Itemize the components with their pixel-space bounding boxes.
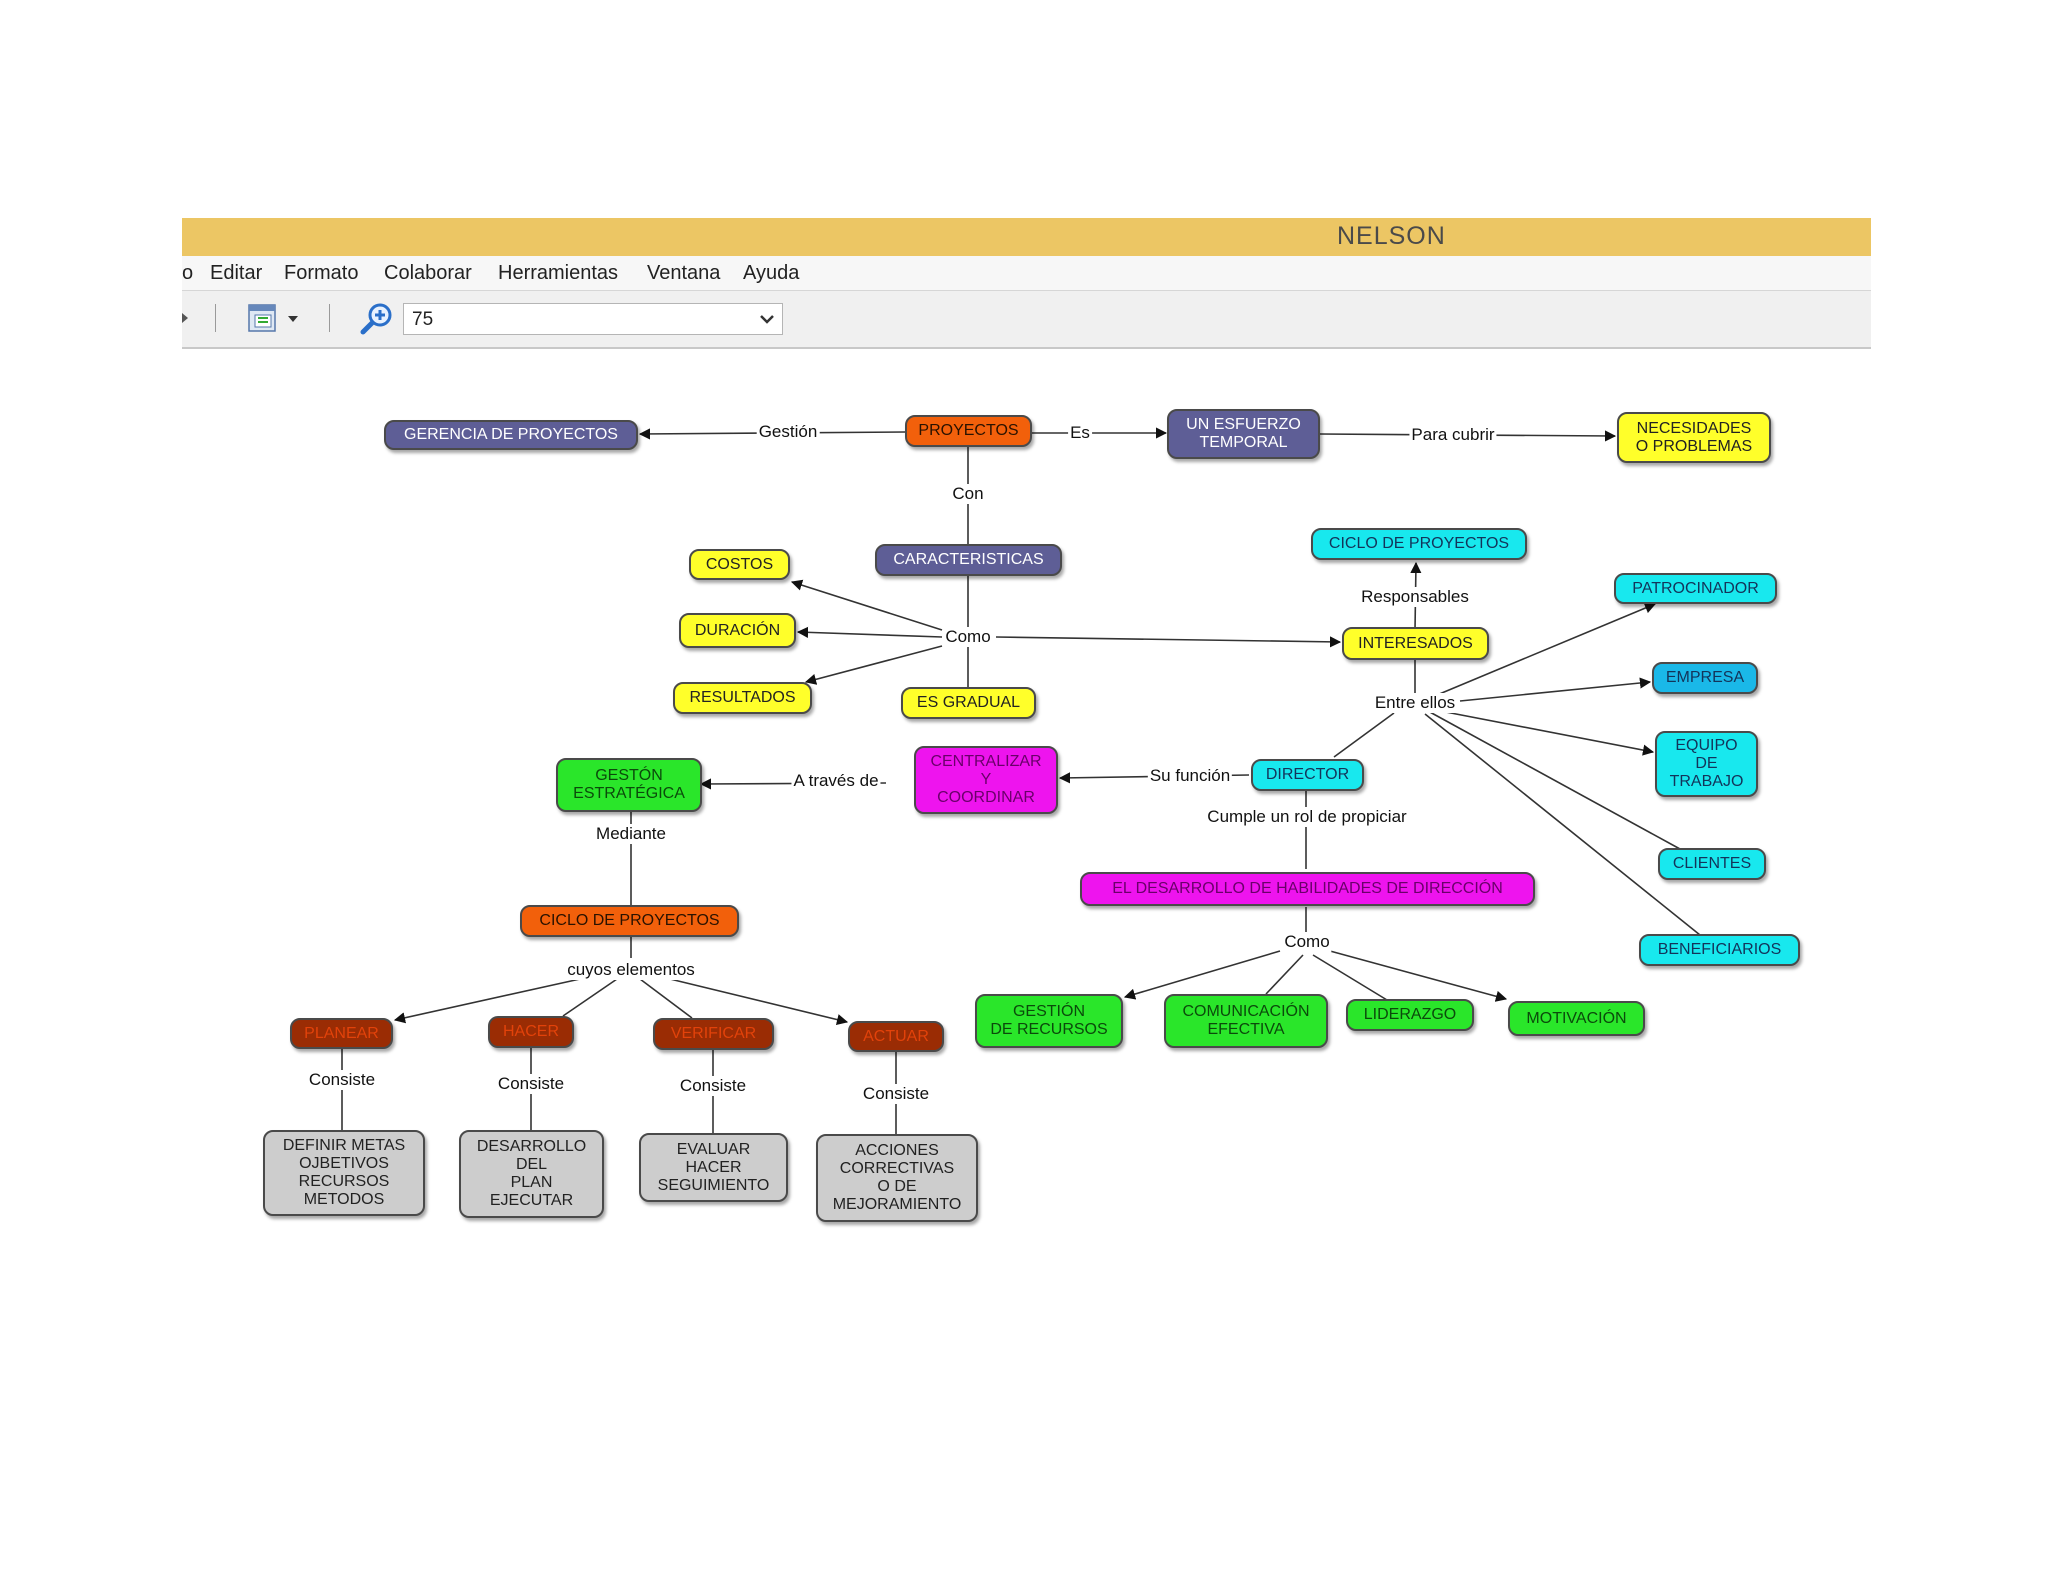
concept-evaluar[interactable]: EVALUAR HACER SEGUIMIENTO [639, 1133, 788, 1202]
link-label-consiste: Consiste [677, 1076, 749, 1096]
link-line [669, 978, 849, 1026]
link-label-como: Como [943, 627, 993, 647]
concept-duracion[interactable]: DURACIÓN [679, 613, 796, 648]
scroll-left-icon[interactable] [182, 311, 190, 345]
link-label-consiste: Consiste [860, 1084, 932, 1104]
concept-verificar[interactable]: VERIFICAR [653, 1018, 774, 1050]
menu-item-partial[interactable]: o [182, 262, 194, 284]
link-line [639, 978, 693, 1019]
link-label-responsables: Responsables [1359, 587, 1471, 607]
concept-un-esfuerzo-temporal[interactable]: UN ESFUERZO TEMPORAL [1167, 409, 1320, 459]
link-line [1459, 677, 1652, 702]
link-line [1329, 950, 1508, 1002]
concept-necesidades-o-problemas[interactable]: NECESIDADES O PROBLEMAS [1617, 412, 1771, 463]
concept-desarrollo-del-plan[interactable]: DESARROLLO DEL PLAN EJECUTAR [459, 1130, 604, 1218]
concept-liderazgo[interactable]: LIDERAZGO [1346, 999, 1474, 1031]
concept-proyectos[interactable]: PROYECTOS [905, 415, 1032, 447]
link-label-mediante: Mediante [594, 824, 668, 844]
link-line [1424, 707, 1655, 756]
link-line [1265, 954, 1304, 995]
link-label-su-funcion: Su función [1147, 766, 1233, 786]
link-line [804, 645, 943, 685]
link-line [1424, 713, 1701, 936]
concept-comunicacion-efectiva[interactable]: COMUNICACIÓN EFECTIVA [1164, 994, 1328, 1048]
concept-definir-metas[interactable]: DEFINIR METAS OJBETIVOS RECURSOS METODOS [263, 1130, 425, 1216]
concept-es-gradual[interactable]: ES GRADUAL [901, 687, 1036, 719]
link-label-a-traves-de: A través de [791, 771, 881, 791]
menu-item-ventana[interactable]: Ventana [647, 262, 721, 284]
zoom-value: 75 [412, 309, 434, 330]
link-line [1427, 710, 1681, 850]
link-label-consiste: Consiste [306, 1070, 378, 1090]
link-label-para-cubrir: Para cubrir [1409, 425, 1497, 445]
concept-centralizar-y-coordinar[interactable]: CENTRALIZAR Y COORDINAR [914, 746, 1058, 814]
concept-motivacion[interactable]: MOTIVACIÓN [1508, 1001, 1645, 1036]
link-line [1312, 954, 1388, 1001]
toolbar-separator [215, 304, 216, 332]
link-label-cumple: Cumple un rol de propiciar [1205, 807, 1409, 827]
concept-ciclo-de-proyectos-top[interactable]: CICLO DE PROYECTOS [1311, 528, 1527, 560]
link-label-con: Con [950, 484, 986, 504]
concept-gestion-estrategica[interactable]: GESTÓN ESTRATÉGICA [556, 758, 702, 812]
concept-acciones-correctivas[interactable]: ACCIONES CORRECTIVAS O DE MEJORAMIENTO [816, 1134, 978, 1222]
menu-item-formato[interactable]: Formato [284, 262, 359, 284]
link-line [995, 636, 1342, 648]
link-label-cuyos-elementos: cuyos elementos [565, 960, 697, 980]
concept-ciclo-de-proyectos-main[interactable]: CICLO DE PROYECTOS [520, 905, 739, 937]
zoom-select[interactable]: 75 [403, 303, 783, 335]
concept-empresa[interactable]: EMPRESA [1652, 662, 1758, 694]
concept-hacer[interactable]: HACER [488, 1016, 574, 1048]
link-label-consiste: Consiste [495, 1074, 567, 1094]
concept-actuar[interactable]: ACTUAR [848, 1021, 944, 1052]
menu-item-herramientas[interactable]: Herramientas [498, 262, 619, 284]
link-label-entre-ellos: Entre ellos [1372, 693, 1458, 713]
concept-patrocinador[interactable]: PATROCINADOR [1614, 573, 1777, 604]
link-line [1436, 602, 1657, 696]
link-line [1333, 712, 1395, 758]
concept-interesados[interactable]: INTERESADOS [1342, 627, 1489, 660]
concept-beneficiarios[interactable]: BENEFICIARIOS [1639, 934, 1800, 966]
app-window: NELSON o Editar Formato Colaborar Herram… [182, 218, 1871, 1228]
link-line [790, 579, 943, 631]
concept-clientes[interactable]: CLIENTES [1658, 848, 1766, 880]
concept-planear[interactable]: PLANEAR [290, 1018, 393, 1049]
menu-bar: o Editar Formato Colaborar Herramientas … [182, 256, 1871, 291]
link-label-como: Como [1282, 932, 1332, 952]
toolbar-separator [329, 304, 330, 332]
window-title: NELSON [1337, 222, 1446, 250]
concept-el-desarrollo-de-habilidades[interactable]: EL DESARROLLO DE HABILIDADES DE DIRECCIÓ… [1080, 872, 1535, 906]
toolbar: 75 [182, 291, 1871, 349]
title-bar: NELSON [182, 218, 1871, 256]
menu-item-editar[interactable]: Editar [210, 262, 263, 284]
menu-item-ayuda[interactable]: Ayuda [743, 262, 800, 284]
link-line [796, 626, 943, 638]
link-line [562, 978, 618, 1017]
concept-gerencia-de-proyectos[interactable]: GERENCIA DE PROYECTOS [384, 420, 638, 450]
link-label-es: Es [1068, 423, 1092, 443]
concept-costos[interactable]: COSTOS [689, 549, 790, 580]
link-line [393, 978, 581, 1024]
view-window-icon[interactable] [246, 301, 306, 335]
concept-caracteristicas[interactable]: CARACTERISTICAS [875, 544, 1062, 576]
link-line [1123, 950, 1281, 1000]
concept-resultados[interactable]: RESULTADOS [673, 682, 812, 714]
concept-director[interactable]: DIRECTOR [1251, 759, 1364, 791]
concept-gestion-de-recursos[interactable]: GESTIÓN DE RECURSOS [975, 994, 1123, 1048]
link-label-gestion: Gestión [756, 422, 820, 442]
zoom-in-icon[interactable] [360, 301, 394, 335]
concept-equipo-de-trabajo[interactable]: EQUIPO DE TRABAJO [1655, 731, 1758, 797]
menu-item-colaborar[interactable]: Colaborar [384, 262, 472, 284]
chevron-down-icon[interactable] [758, 310, 776, 328]
